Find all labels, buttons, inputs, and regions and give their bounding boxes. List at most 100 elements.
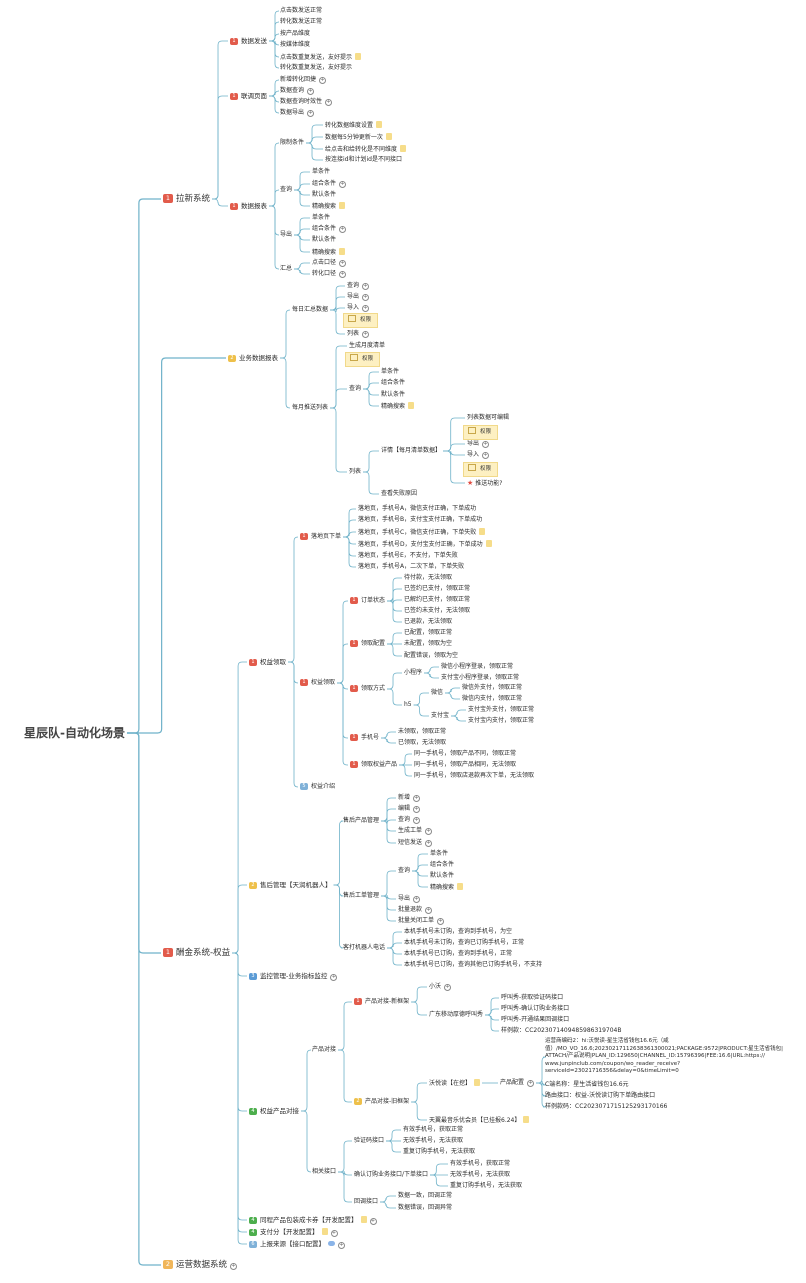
node-c3a2d1[interactable]: 未领取，领取正常 <box>398 728 446 736</box>
node-c1b2[interactable]: 数据查询+ <box>280 87 315 95</box>
note-icon[interactable] <box>523 1116 530 1123</box>
note-icon[interactable] <box>400 145 407 152</box>
node-c3b2a4[interactable]: 精确搜索 <box>430 883 464 892</box>
node-c2b3a[interactable]: 详情【每月清单数据】 <box>381 447 441 455</box>
node-c2b3[interactable]: 列表 <box>349 468 361 476</box>
node-c3b2[interactable]: 售后工单管理 <box>343 892 379 900</box>
plus-icon[interactable]: + <box>307 110 315 117</box>
node-c3b3c[interactable]: 本机手机号已订购，查询到手机号，正常 <box>404 950 512 958</box>
node-c3b3[interactable]: 客打机器人电话 <box>343 944 385 952</box>
node-c2b3a1[interactable]: 列表数据可编辑 <box>467 414 509 422</box>
node-c1a4[interactable]: 按媒体维度 <box>280 41 310 49</box>
node-c3a2c2b2[interactable]: 支付宝内支付，领取正常 <box>468 717 534 725</box>
note-icon[interactable] <box>339 248 346 255</box>
node-c3a2c2a1[interactable]: 微信外支付，领取正常 <box>462 684 522 692</box>
node-c3d1a2b[interactable]: 呼叫秀-确认订购业务接口 <box>501 1005 569 1013</box>
node-c1c2[interactable]: 查询 <box>280 186 292 194</box>
node-c2b3a2[interactable]: 导出+ <box>467 440 490 448</box>
node-c3a2d2[interactable]: 已领取，无法领取 <box>398 739 446 747</box>
node-c3d1a2a[interactable]: 呼叫秀-获取验证码接口 <box>501 994 563 1002</box>
node-c3a2c1b[interactable]: 支付宝小程序登录，领取正常 <box>441 674 519 682</box>
node-c3b1c[interactable]: 查询+ <box>398 816 421 824</box>
node-c1c1[interactable]: 限制条件 <box>280 139 304 147</box>
node-c3d2b1[interactable]: 有效手机号，获取正常 <box>450 1160 510 1168</box>
node-c3a2c2a[interactable]: 微信 <box>431 689 443 697</box>
node-c2b3b[interactable]: 查看失败原因 <box>381 490 417 498</box>
permission-box[interactable]: 权限 <box>345 352 381 367</box>
node-c3b3b[interactable]: 本机手机号未订购，查询已订购手机号，正常 <box>404 939 524 947</box>
node-c1c4[interactable]: 汇总 <box>280 265 292 273</box>
node-c2b2b[interactable]: 组合条件 <box>381 379 405 387</box>
node-c3a2a1[interactable]: 待付款，无法领取 <box>404 574 452 582</box>
node-c3b1b[interactable]: 编辑+ <box>398 805 421 813</box>
node-c2b2d[interactable]: 精确搜索 <box>381 402 415 411</box>
node-c3a1b[interactable]: 落地页，手机号B，支付宝支付正确，下单成功 <box>358 516 482 524</box>
plus-icon[interactable]: + <box>413 806 421 813</box>
plus-icon[interactable]: + <box>437 918 445 925</box>
node-c3d1b1[interactable]: 沃悦读【在挖】 <box>429 1079 481 1088</box>
node-c3a1e[interactable]: 落地页，手机号E，不支付，下单失败 <box>358 552 458 560</box>
node-c3a2b1[interactable]: 已配置，领取正常 <box>404 629 452 637</box>
node-c2a4[interactable]: 列表+ <box>347 330 370 338</box>
node-c3a2c2b1[interactable]: 支付宝外支付，领取正常 <box>468 706 534 714</box>
node-c1c3a[interactable]: 单条件 <box>312 214 330 222</box>
node-c3d2b3[interactable]: 重复订购手机号，无法获取 <box>450 1182 522 1190</box>
node-c3d1b1a3[interactable]: 路由接口：权益-沃悦读订购下单路由接口 <box>545 1092 655 1100</box>
node-c2b3a3[interactable]: 导入+ <box>467 451 490 459</box>
node-c1a5[interactable]: 点击数重复发送，友好提示 <box>280 53 362 62</box>
node-c3b2a2[interactable]: 组合条件 <box>430 861 454 869</box>
plus-icon[interactable]: + <box>527 1080 535 1087</box>
node-c3a1a[interactable]: 落地页，手机号A，微信支付正确，下单成功 <box>358 505 476 513</box>
node-root[interactable]: 星辰队-自动化场景 <box>24 725 125 741</box>
note-icon[interactable] <box>385 133 392 140</box>
plus-icon[interactable]: + <box>319 77 327 84</box>
node-c1c2d[interactable]: 精确搜索 <box>312 202 346 211</box>
node-c3d1b1a[interactable]: 产品配置+ <box>500 1079 535 1087</box>
plus-icon[interactable]: + <box>330 974 338 981</box>
node-c3d2b[interactable]: 确认订购业务接口/下单接口 <box>354 1171 428 1179</box>
node-c3a2e1[interactable]: 同一手机号，领取产品不同，领取正常 <box>414 750 516 758</box>
node-c3b1[interactable]: 售后产品管理 <box>343 817 379 825</box>
node-c3d2c2[interactable]: 数据错误，回调异常 <box>398 1204 452 1212</box>
node-c2b[interactable]: 每月推送列表 <box>292 404 328 412</box>
node-c3a2c2[interactable]: h5 <box>404 701 412 709</box>
node-c1c3d[interactable]: 精确搜索 <box>312 248 346 257</box>
node-c3b2d[interactable]: 批量关闭工单+ <box>398 917 445 925</box>
plus-icon[interactable]: + <box>413 795 421 802</box>
node-c3a2c2b[interactable]: 支付宝 <box>431 712 449 720</box>
node-c3a1f[interactable]: 落地页，手机号A，二次下单，下单失败 <box>358 563 464 571</box>
note-icon[interactable] <box>474 1079 481 1086</box>
note-icon[interactable] <box>408 402 415 409</box>
plus-icon[interactable]: + <box>425 828 433 835</box>
node-c3a2c1[interactable]: 小程序 <box>404 669 422 677</box>
node-c3d2b2[interactable]: 无效手机号，无法获取 <box>450 1171 510 1179</box>
permission-box[interactable]: 权限 <box>463 425 499 440</box>
plus-icon[interactable]: + <box>369 1218 377 1225</box>
plus-icon[interactable]: + <box>362 283 370 290</box>
node-c3b2a3[interactable]: 默认条件 <box>430 872 454 880</box>
node-c2b3a4[interactable]: ★推送功能? <box>467 479 502 488</box>
node-c1a1[interactable]: 点击数发送正常 <box>280 7 322 15</box>
node-c1c2c[interactable]: 默认条件 <box>312 191 336 199</box>
node-c2b2[interactable]: 查询 <box>349 385 361 393</box>
node-c1c2a[interactable]: 单条件 <box>312 168 330 176</box>
plus-icon[interactable]: + <box>230 1262 238 1270</box>
node-c3a2e3[interactable]: 同一手机号，领取店退款再次下单，无法领取 <box>414 772 534 780</box>
plus-icon[interactable]: + <box>444 984 452 991</box>
note-icon[interactable] <box>360 1216 367 1223</box>
plus-icon[interactable]: + <box>330 1230 338 1237</box>
node-c3a2a5[interactable]: 已退款，无法领取 <box>404 618 452 626</box>
node-c1b1[interactable]: 新增转化回捷+ <box>280 76 327 84</box>
note-icon[interactable] <box>457 883 464 890</box>
plus-icon[interactable]: + <box>413 896 421 903</box>
node-c3d1a2[interactable]: 广东移动厚德呼叫秀 <box>429 1011 483 1019</box>
